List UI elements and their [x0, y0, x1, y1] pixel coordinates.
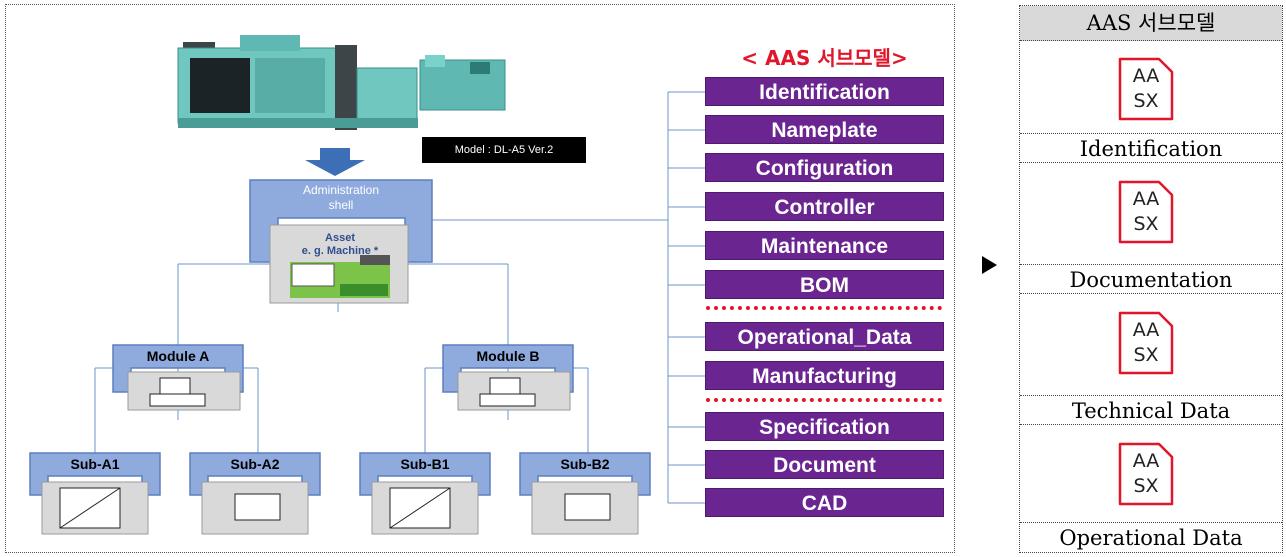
sub-b2-label: Sub-B2: [560, 456, 610, 472]
shell-title-line2: shell: [328, 198, 354, 212]
asset-label: Asset e. g. Machine *: [290, 232, 390, 258]
sub-a2-shell: [189, 452, 321, 535]
shell-title-line1: Administration: [302, 183, 380, 197]
sub-a1-label: Sub-A1: [70, 456, 120, 472]
sub-a2-label: Sub-A2: [230, 456, 280, 472]
aasx-file-icon: AA SX: [1117, 56, 1175, 122]
module-a-shell: [112, 344, 244, 411]
table-icon-cell: AA SX: [1020, 163, 1282, 263]
submodel-item: Nameplate: [705, 115, 944, 144]
submodel-list-title: < AAS 서브모델>: [741, 46, 908, 70]
aasx-file-icon: AA SX: [1117, 179, 1175, 245]
icon-text: SX: [1133, 344, 1159, 366]
right-arrow-icon: [982, 256, 997, 274]
table-icon-cell: AA SX: [1020, 41, 1282, 137]
icon-text: AA: [1132, 450, 1160, 472]
icon-text: SX: [1133, 213, 1159, 235]
module-b-label: Module B: [476, 348, 540, 364]
submodel-item: CAD: [705, 488, 944, 517]
submodel-item: Manufacturing: [705, 361, 944, 390]
submodel-item: Controller: [705, 192, 944, 221]
aasx-file-icon: AA SX: [1117, 310, 1175, 376]
table-row-label: Operational Data: [1020, 522, 1282, 552]
injection-machine-image: [177, 35, 506, 130]
submodel-item: Identification: [705, 77, 944, 106]
section-divider: [706, 306, 942, 310]
icon-text: AA: [1132, 188, 1160, 210]
icon-text: AA: [1132, 319, 1160, 341]
down-arrow-icon: [305, 148, 365, 176]
submodel-item: BOM: [705, 270, 944, 299]
section-divider: [706, 398, 942, 402]
module-a-label: Module A: [146, 348, 210, 364]
submodel-item: Specification: [705, 412, 944, 441]
icon-text: AA: [1132, 65, 1160, 87]
table-icon-cell: AA SX: [1020, 425, 1282, 525]
submodel-item: Document: [705, 450, 944, 479]
sub-b1-shell: [359, 452, 491, 535]
administration-shell: [249, 179, 433, 304]
table-icon-cell: AA SX: [1020, 294, 1282, 394]
table-row-label: Technical Data: [1020, 395, 1282, 425]
diagram-panel: [5, 4, 955, 553]
submodel-item: Configuration: [705, 153, 944, 182]
model-label: Model : DL-A5 Ver.2: [422, 137, 586, 163]
icon-text: SX: [1133, 90, 1159, 112]
table-row-label: Documentation: [1020, 264, 1282, 294]
sub-a1-shell: [29, 452, 161, 535]
aas-submodel-table: AAS 서브모델 AA SX Identification AA SX Docume…: [1019, 5, 1283, 553]
icon-text: SX: [1133, 475, 1159, 497]
submodel-item: Operational_Data: [705, 322, 944, 351]
asset-label-line1: Asset: [325, 232, 355, 244]
aasx-file-icon: AA SX: [1117, 441, 1175, 507]
asset-label-line2: e. g. Machine *: [301, 245, 379, 257]
module-b-shell: [442, 344, 574, 411]
diagram-canvas: [29, 35, 705, 535]
sub-b2-shell: [519, 452, 651, 535]
table-header: AAS 서브모델: [1020, 6, 1282, 41]
sub-b1-label: Sub-B1: [400, 456, 450, 472]
submodel-item: Maintenance: [705, 231, 944, 260]
table-row-label: Identification: [1020, 133, 1282, 163]
shell-title: Administration shell: [278, 183, 404, 213]
